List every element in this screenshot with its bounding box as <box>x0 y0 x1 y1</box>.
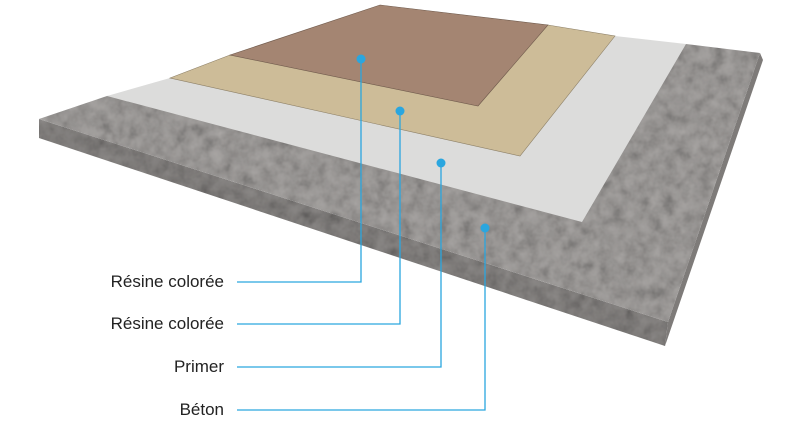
layer-label: Primer <box>173 357 224 376</box>
leader-dot <box>395 106 405 116</box>
leader-dot <box>356 54 366 64</box>
leader-line <box>237 111 401 325</box>
layer-label: Béton <box>179 400 224 419</box>
layer-label: Résine colorée <box>110 314 224 333</box>
leader-line <box>237 163 442 368</box>
leader-dot <box>436 158 446 168</box>
resin-layer-1 <box>228 4 549 107</box>
beton-right-face <box>665 53 763 346</box>
leader-dot <box>480 223 490 233</box>
layer-label: Résine colorée <box>110 272 224 291</box>
leader-line <box>237 59 362 283</box>
leader-lines <box>237 54 490 411</box>
beton-front-face <box>39 119 668 346</box>
leader-line <box>237 228 486 411</box>
